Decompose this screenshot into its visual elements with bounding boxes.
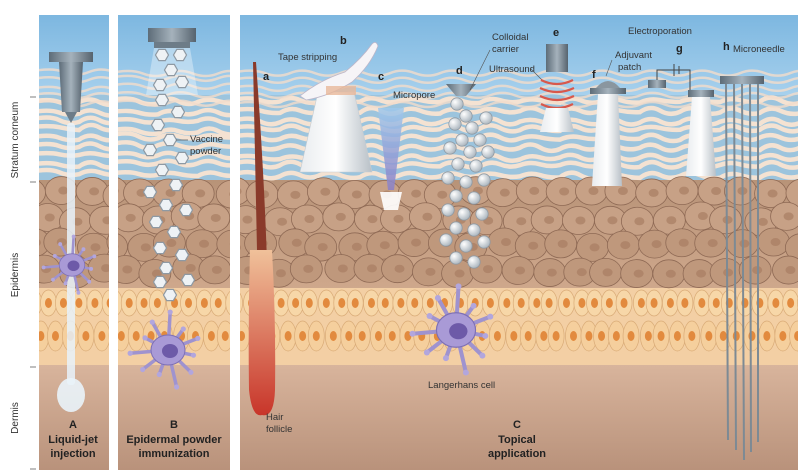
method-c-letter: c bbox=[378, 71, 384, 83]
tape-stripping bbox=[299, 42, 379, 173]
adjuvant-patch-label-2: patch bbox=[618, 62, 641, 73]
panel-C-letter: C bbox=[513, 419, 521, 431]
panel-B-caption-1: Epidermal powder bbox=[126, 434, 222, 446]
method-b-letter: b bbox=[340, 35, 347, 47]
basal-cells-A bbox=[39, 289, 109, 352]
panel-B-caption-2: immunization bbox=[139, 448, 210, 460]
colloidal-carrier-label-2: carrier bbox=[492, 44, 519, 55]
adjuvant-patch bbox=[590, 81, 626, 186]
ultrasound-label: Ultrasound bbox=[489, 64, 535, 75]
adjuvant-patch-label-1: Adjuvant bbox=[615, 50, 652, 61]
vaccine-powder-label-2: powder bbox=[190, 146, 221, 157]
langerhans-cell-C bbox=[409, 283, 494, 376]
microneedle-array bbox=[720, 76, 764, 461]
stratum-layer-A bbox=[39, 68, 109, 178]
panel-A-letter: A bbox=[69, 419, 77, 431]
hair-follicle-label-1: Hair bbox=[266, 412, 283, 423]
colloidal-carrier-funnel bbox=[446, 84, 476, 96]
stratum-corneum-label: Stratum corneum bbox=[10, 102, 21, 179]
microneedle-label: Microneedle bbox=[733, 44, 785, 55]
colloidal-carrier-label-1: Colloidal bbox=[492, 32, 528, 43]
hair-follicle bbox=[248, 62, 276, 416]
langerhans-cell-B bbox=[127, 309, 201, 390]
panel-C-caption-2: application bbox=[488, 448, 546, 460]
epidermis-label: Epidermis bbox=[10, 253, 21, 297]
electroporation-device bbox=[648, 64, 716, 176]
vaccine-powder-particles bbox=[142, 48, 196, 302]
epidermis-cells-C bbox=[240, 176, 798, 289]
panel-A-caption-1: Liquid-jet bbox=[48, 434, 98, 446]
langerhans-cell-label: Langerhans cell bbox=[428, 380, 495, 391]
panel-B-letter: B bbox=[170, 419, 178, 431]
panel-C-caption-1: Topical bbox=[498, 434, 536, 446]
method-a-letter: a bbox=[263, 71, 270, 83]
dermis-label: Dermis bbox=[10, 402, 21, 434]
vaccine-powder-label-1: Vaccine bbox=[190, 134, 223, 145]
stratum-layer-B bbox=[118, 69, 230, 179]
method-g-letter: g bbox=[676, 43, 683, 55]
electroporation-label: Electroporation bbox=[628, 26, 692, 37]
panel-A-caption-2: injection bbox=[50, 448, 96, 460]
method-e-letter: e bbox=[553, 27, 559, 39]
langerhans-cell-A bbox=[41, 234, 97, 295]
colloidal-particles bbox=[439, 97, 495, 269]
tape-stripping-label: Tape stripping bbox=[278, 52, 337, 63]
micropore-label: Micropore bbox=[393, 90, 435, 101]
micropore bbox=[378, 108, 404, 210]
ultrasound-device bbox=[539, 44, 575, 132]
method-f-letter: f bbox=[592, 69, 596, 81]
hair-follicle-label-2: follicle bbox=[266, 424, 292, 435]
method-h-letter: h bbox=[723, 41, 730, 53]
side-bracket bbox=[30, 96, 36, 470]
panel-A bbox=[39, 15, 109, 470]
method-d-letter: d bbox=[456, 65, 463, 77]
